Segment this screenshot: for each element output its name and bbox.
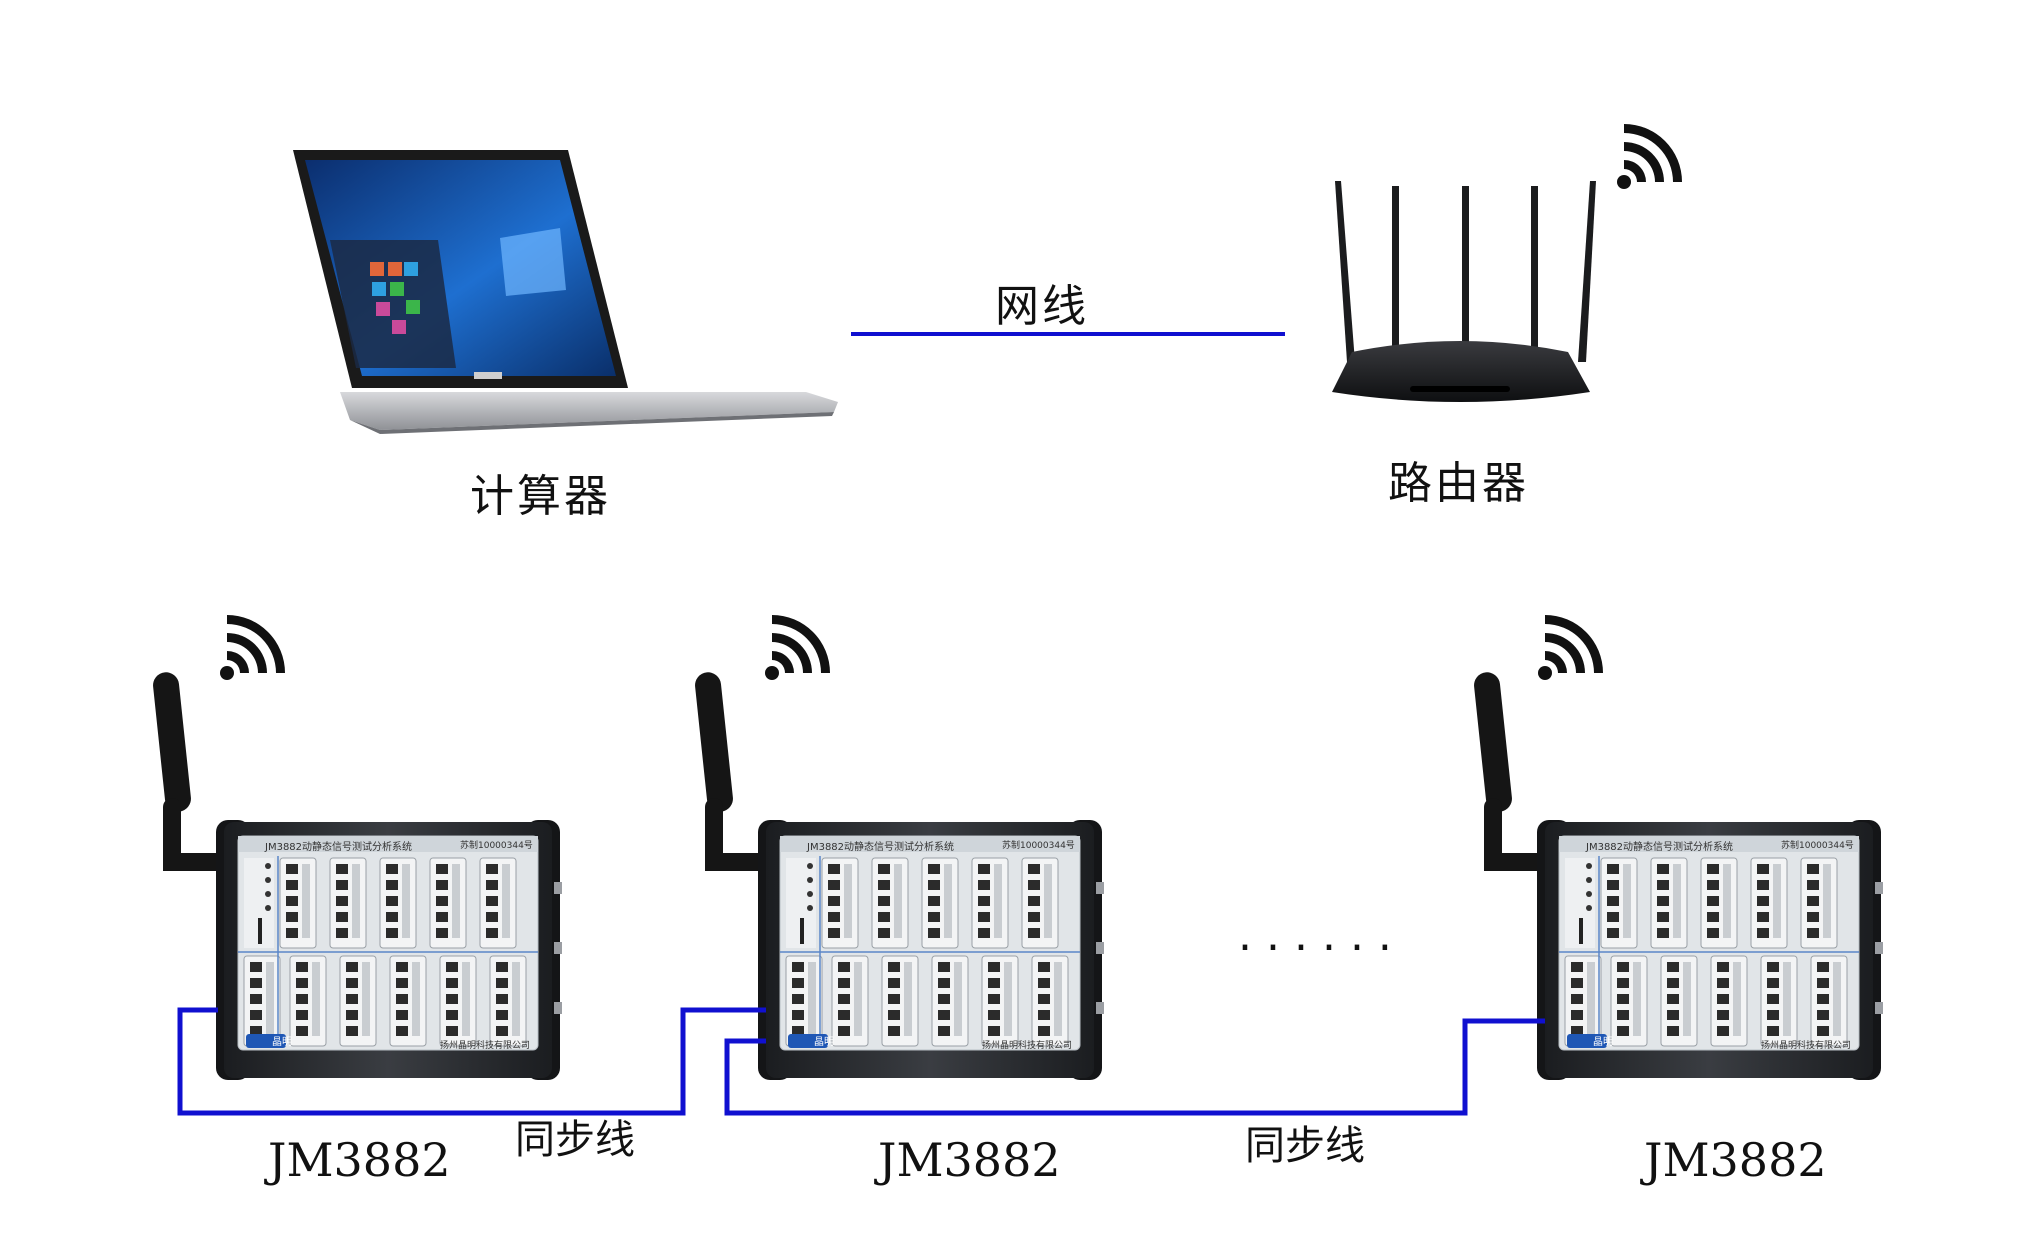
- sync-line-1-label: 同步线: [515, 1117, 635, 1163]
- wifi-icon: [1617, 124, 1682, 189]
- device-panel-footer: 扬州晶明科技有限公司: [1761, 1041, 1852, 1051]
- daq-device-2: [694, 671, 1104, 1080]
- sync-line-2-label: 同步线: [1245, 1123, 1365, 1169]
- device-1-label: JM3882: [268, 1133, 451, 1187]
- device-panel-brand: 晶明: [272, 1037, 292, 1048]
- device-panel-header: JM3882动静态信号测试分析系统: [265, 842, 413, 853]
- device-panel-footer: 扬州晶明科技有限公司: [982, 1041, 1073, 1051]
- sync-line-1: [177, 1007, 766, 1116]
- device-panel-header: JM3882动静态信号测试分析系统: [807, 842, 955, 853]
- device-panel-footer: 扬州晶明科技有限公司: [440, 1041, 531, 1051]
- ellipsis: ......: [1238, 910, 1406, 961]
- wifi-icon: [1538, 615, 1603, 680]
- device-panel-header: JM3882动静态信号测试分析系统: [1586, 842, 1734, 853]
- device-panel-cert: 苏制10000344号: [1002, 841, 1075, 851]
- router-label: 路由器: [1388, 458, 1529, 509]
- wifi-icon: [765, 615, 830, 680]
- laptop-icon: [293, 150, 838, 434]
- device-panel-brand: 晶明: [1593, 1037, 1613, 1048]
- device-2-label: JM3882: [878, 1133, 1061, 1187]
- daq-device-1: [152, 671, 562, 1080]
- computer-label: 计算器: [470, 471, 611, 522]
- device-3-label: JM3882: [1644, 1133, 1827, 1187]
- sync-line-2: [724, 1018, 1545, 1116]
- wifi-icon: [220, 615, 285, 680]
- device-panel-cert: 苏制10000344号: [460, 841, 533, 851]
- router-icon: [1332, 181, 1596, 402]
- network-cable-label: 网线: [995, 281, 1089, 332]
- device-panel-cert: 苏制10000344号: [1781, 841, 1854, 851]
- device-panel-brand: 晶明: [814, 1037, 834, 1048]
